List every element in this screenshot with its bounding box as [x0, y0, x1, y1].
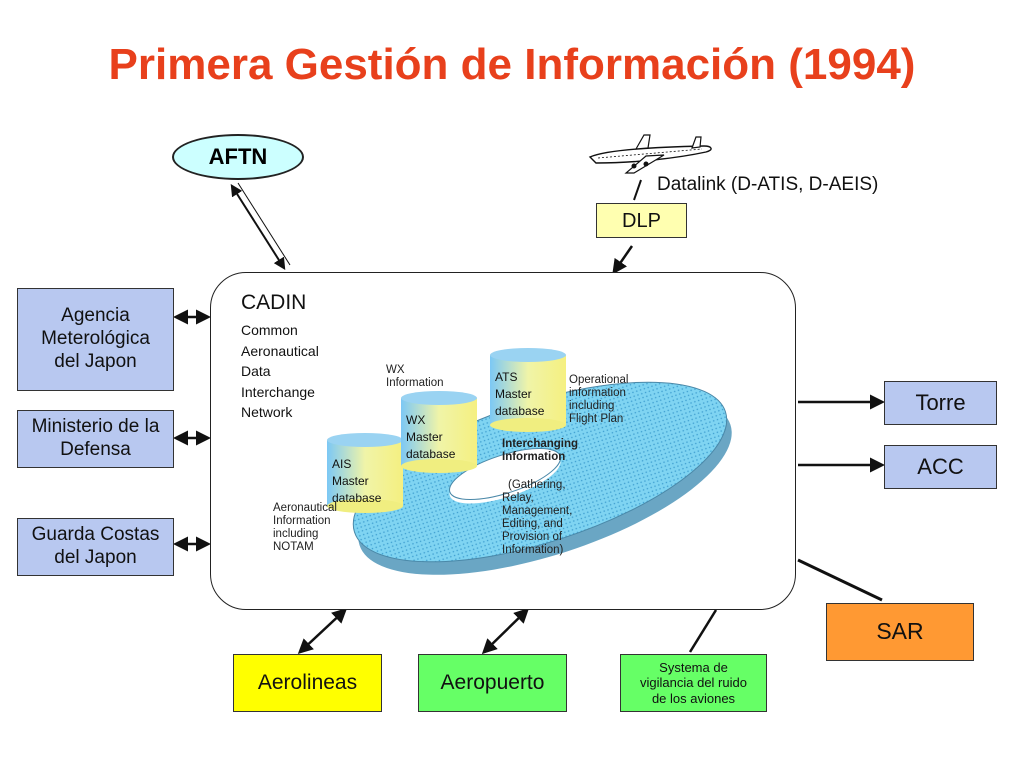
aftn-link: [230, 182, 291, 271]
datalink-label: Datalink (D-ATIS, D-AEIS): [657, 174, 879, 195]
aerolineas-link: [297, 607, 348, 655]
sar-link: [797, 558, 883, 602]
interchange-ring: [352, 381, 732, 575]
aftn-ellipse: AFTN: [172, 134, 304, 180]
cadin-title: CADIN: [241, 291, 307, 314]
sistema-link: [688, 609, 718, 653]
aeropuerto-link: [481, 607, 530, 655]
ats-database-cylinder: [490, 348, 566, 432]
torre-box: Torre: [884, 381, 997, 425]
aeropuerto-box: Aeropuerto: [418, 654, 567, 712]
interchanging-information-detail: (Gathering, Relay, Management, Editing, …: [502, 479, 573, 556]
ais-database-cylinder: [327, 433, 403, 513]
dlp-link: [612, 245, 634, 275]
dlp-box: DLP: [596, 203, 687, 238]
acc-box: ACC: [884, 445, 997, 489]
datalink-line: [633, 179, 642, 201]
aerolineas-box: Aerolineas: [233, 654, 382, 712]
sar-box: SAR: [826, 603, 974, 661]
wx-database-cylinder: [401, 391, 477, 473]
page-title: Primera Gestión de Información (1994): [108, 40, 916, 89]
cadin-description: Common Aeronautical Data Interchange Net…: [241, 322, 319, 420]
